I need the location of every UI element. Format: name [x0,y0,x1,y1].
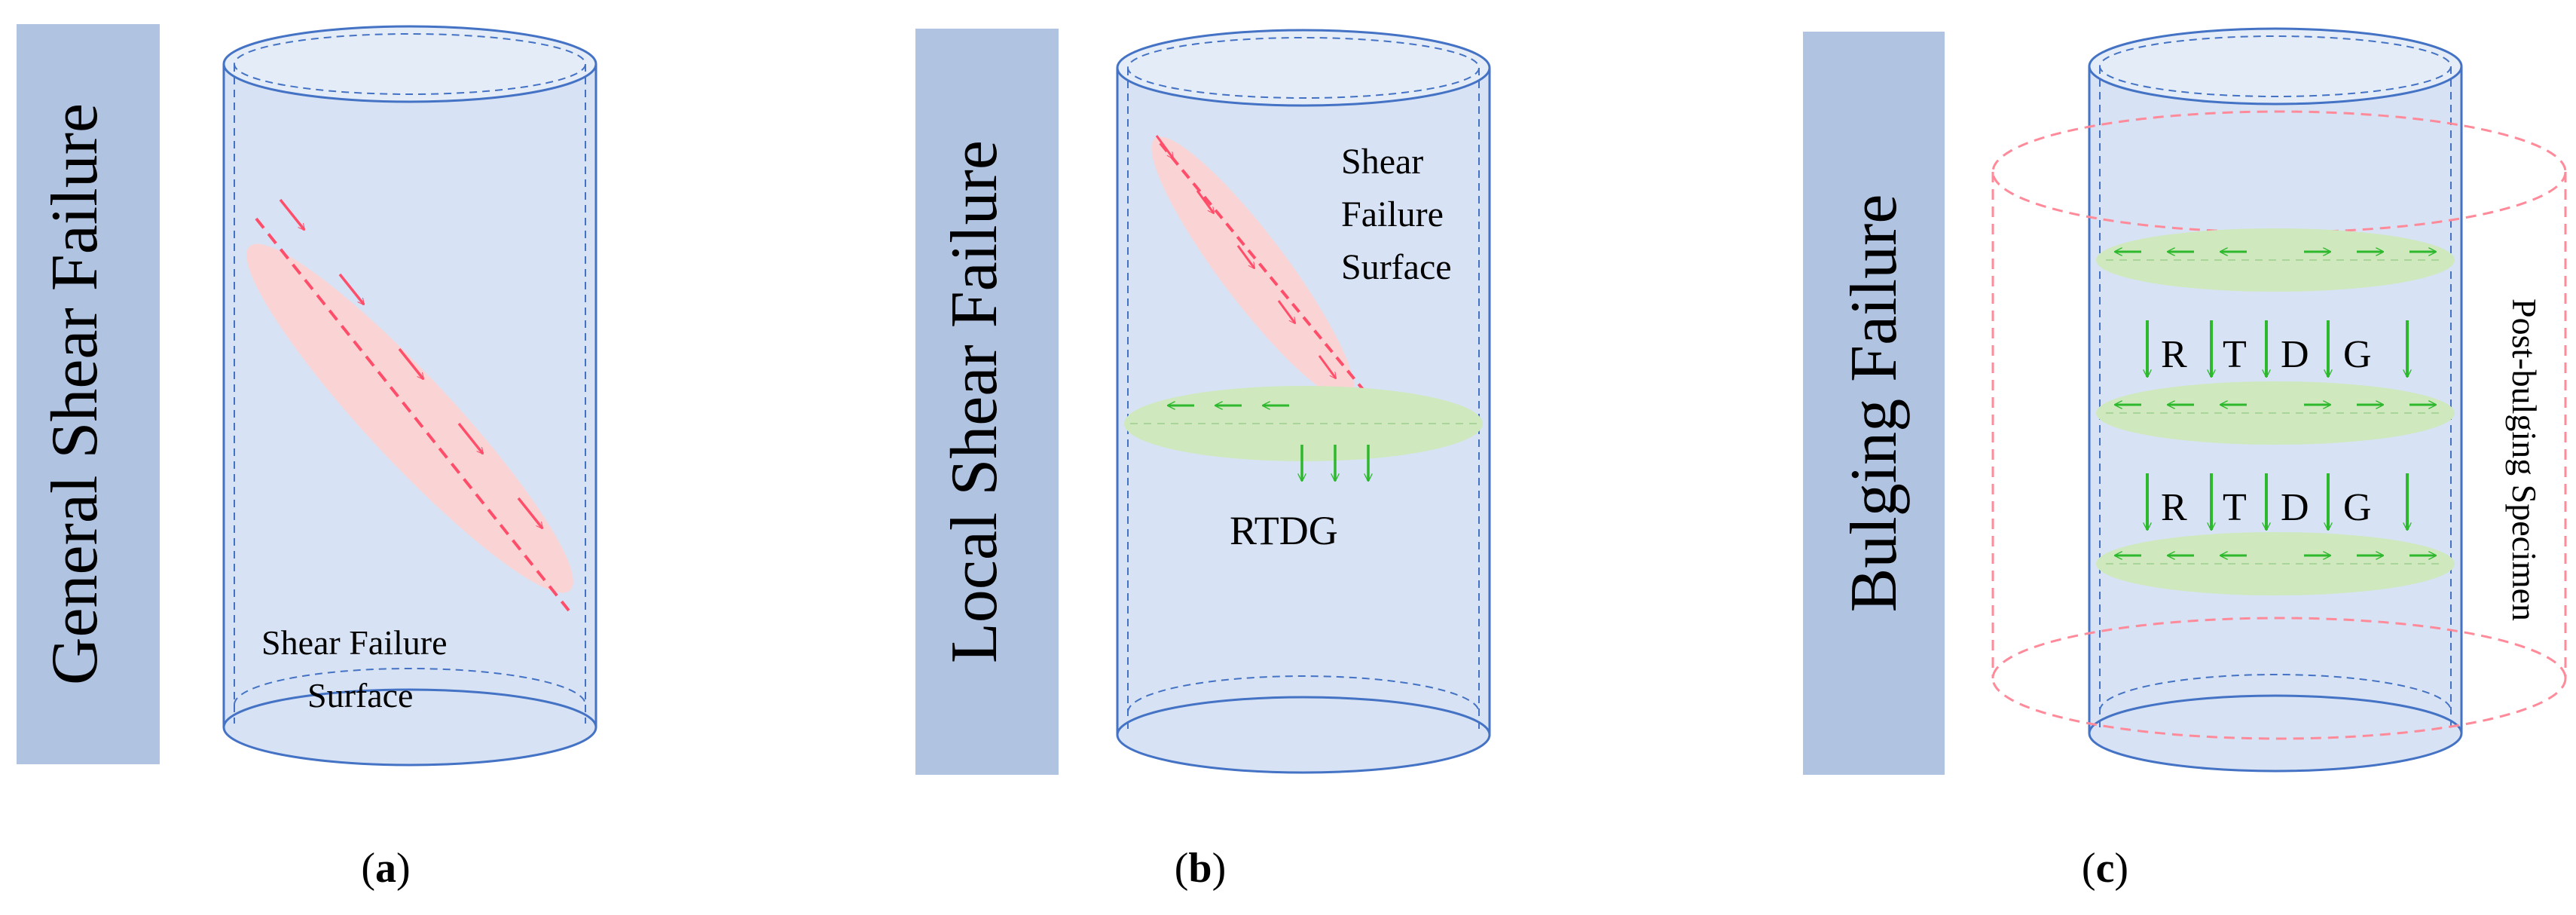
panel-c: Bulging Failure [1803,27,2567,892]
zone-letter: T [2223,333,2247,376]
rtdg-row-1: R T D G [2147,320,2407,377]
panel-title-c: Bulging Failure [1838,194,1911,613]
panel-title-b: Local Shear Failure [938,140,1011,663]
lateral-zone [2096,381,2455,445]
rtdg-row-2: R T D G [2147,473,2407,530]
rtdg-label-b: RTDG [1230,508,1338,553]
title-bar-c [1803,32,1945,775]
zone-letter: D [2281,486,2309,529]
slip-arrow [1236,245,1254,268]
slip-arrow [457,422,484,454]
caption-b: (b) [1175,845,1226,892]
post-bulging-label: Post-bulging Specimen [2505,298,2544,621]
panel-title-a: General Shear Failure [38,103,112,685]
slip-arrow [1318,355,1336,378]
shear-surface-label-a1: Shear Failure [261,623,448,662]
zone-letter: G [2343,333,2372,376]
shear-band-a [246,198,573,612]
slip-arrow [338,273,365,304]
lateral-zone [2096,532,2455,595]
panel-a: General Shear Failure Shear Failure Surf… [17,24,597,892]
title-bar-b [915,29,1059,775]
shear-surface-label-a2: Surface [307,676,413,715]
panel-b: Local Shear Failure [915,29,1491,892]
caption-c: (c) [2082,845,2128,892]
slip-arrow [279,198,306,230]
zone-letter: R [2161,486,2187,529]
zone-letter: G [2343,486,2372,529]
slip-arrow [1277,300,1295,323]
rtdg-zone-b [1124,386,1483,481]
lateral-zone [2096,228,2455,292]
caption-a: (a) [361,845,410,892]
title-bar-a [17,24,160,764]
slip-arrow [517,497,544,528]
shear-surface-label-b2: Failure [1341,194,1444,234]
slip-arrow [1155,135,1173,158]
shear-band-b [1151,135,1373,401]
zone-letter: D [2281,333,2309,376]
shear-surface-label-b1: Shear [1341,142,1423,182]
slip-arrow [398,347,425,379]
zone-letter: R [2161,333,2187,376]
shear-surface-label-b3: Surface [1341,247,1452,287]
zone-letter: T [2223,486,2247,529]
slip-arrow [1196,190,1214,213]
